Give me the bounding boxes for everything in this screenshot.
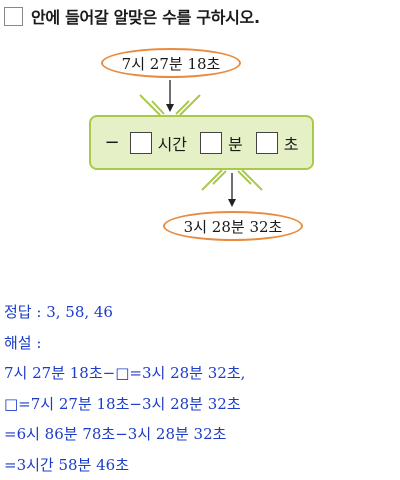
unit-hours-label: 시간 bbox=[158, 131, 187, 155]
minus-sign: − bbox=[104, 132, 119, 153]
explanation-line-3: =6시 86분 78초−3시 28분 32초 bbox=[4, 419, 245, 450]
blank-hours-box[interactable] bbox=[130, 132, 152, 154]
result-value-text: 3시 28분 32초 bbox=[184, 216, 283, 237]
start-value-oval: 7시 27분 18초 bbox=[101, 48, 241, 78]
unit-seconds-label: 초 bbox=[284, 131, 299, 155]
solution-block: 정답 : 3, 58, 46 해설 : 7시 27분 18초−□=3시 28분 … bbox=[4, 297, 245, 480]
arrow-top-head bbox=[166, 104, 174, 112]
blank-seconds-box[interactable] bbox=[256, 132, 278, 154]
ray-top-right bbox=[180, 95, 200, 115]
explanation-line-4: =3시간 58분 46초 bbox=[4, 450, 245, 480]
explanation-heading: 해설 : bbox=[4, 328, 245, 359]
result-value-oval: 3시 28분 32초 bbox=[163, 211, 303, 241]
arrow-bottom-head bbox=[228, 199, 236, 207]
answer-line: 정답 : 3, 58, 46 bbox=[4, 297, 245, 328]
ray-bottom-left bbox=[202, 170, 222, 190]
blank-minutes-box[interactable] bbox=[200, 132, 222, 154]
operation-box: − 시간 분 초 bbox=[89, 115, 314, 170]
start-value-text: 7시 27분 18초 bbox=[122, 53, 221, 74]
ray-bottom-right bbox=[242, 170, 262, 190]
explanation-line-1: 7시 27분 18초−□=3시 28분 32초, bbox=[4, 358, 245, 389]
explanation-line-2: □=7시 27분 18초−3시 28분 32초 bbox=[4, 389, 245, 420]
unit-minutes-label: 분 bbox=[228, 131, 243, 155]
